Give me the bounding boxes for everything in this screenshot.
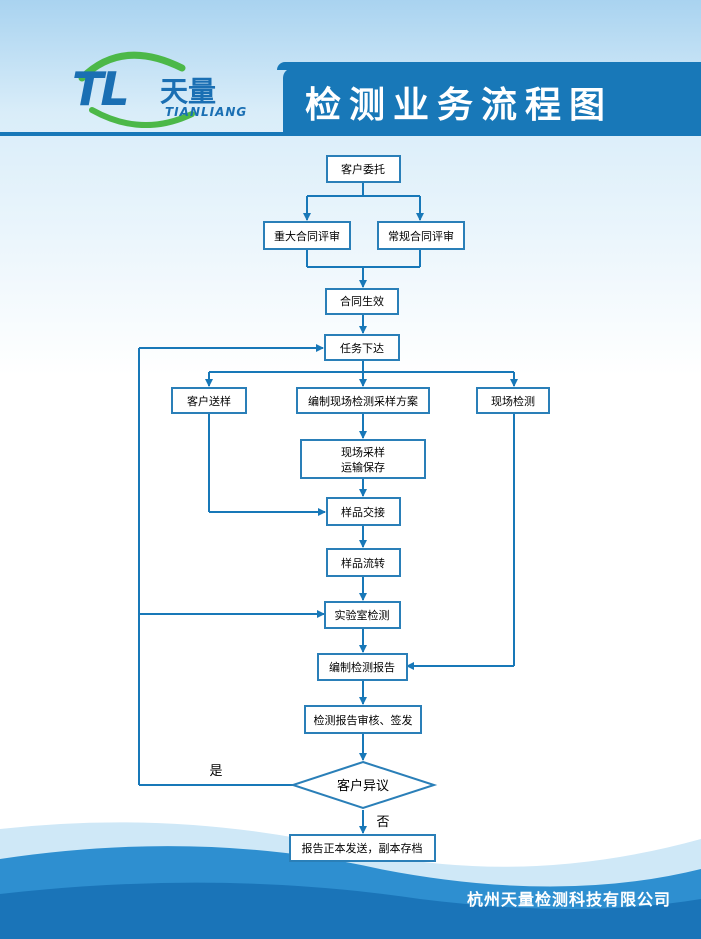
label-client-entrust: 客户委托	[341, 162, 385, 176]
label-normal-review: 常规合同评审	[388, 229, 454, 243]
label-compile-plan: 编制现场检测采样方案	[308, 394, 418, 408]
box-normal-review	[377, 221, 465, 250]
label-task-issue: 任务下达	[340, 342, 384, 355]
label-client-send-sample: 客户送样	[187, 394, 231, 408]
box-compile-plan	[296, 387, 430, 414]
logo-letters: TL	[72, 62, 130, 116]
flow-boxes	[171, 155, 550, 862]
label-no: 否	[376, 815, 389, 830]
company-logo: TL 天量 TIANLIANG	[62, 48, 262, 128]
label-contract-effective: 合同生效	[340, 294, 384, 308]
box-sample-circulation	[326, 548, 401, 577]
label-sample-handover: 样品交接	[341, 505, 385, 519]
box-report-review	[304, 705, 422, 734]
header-divider	[0, 132, 701, 136]
logo-chinese-name: 天量	[160, 75, 217, 108]
label-onsite-sampling-line2: 运输保存	[341, 460, 385, 474]
label-onsite-test: 现场检测	[491, 394, 535, 408]
box-sample-handover	[326, 497, 401, 526]
label-yes: 是	[209, 764, 222, 779]
label-report-review: 检测报告审核、签发	[314, 713, 413, 727]
logo-arc-icon	[78, 51, 195, 128]
box-major-review	[263, 221, 351, 250]
label-onsite-sampling-line1: 现场采样	[341, 445, 385, 459]
label-compile-report: 编制检测报告	[329, 660, 395, 674]
label-report-send: 报告正本发送，副本存档	[302, 841, 423, 855]
label-major-review: 重大合同评审	[274, 229, 340, 243]
box-task-issue	[324, 334, 400, 361]
label-lab-test: 实验室检测	[335, 608, 390, 622]
box-compile-report	[317, 653, 408, 681]
label-sample-circulation: 样品流转	[341, 556, 385, 570]
label-client-objection: 客户异议	[337, 778, 389, 794]
page-title: 检测业务流程图	[305, 85, 614, 126]
company-name: 杭州天量检测科技有限公司	[466, 890, 671, 909]
box-contract-effective	[325, 288, 399, 315]
box-onsite-test	[476, 387, 550, 414]
footer-wave	[0, 822, 701, 939]
box-report-send	[289, 834, 436, 862]
flow-labels: 客户委托 重大合同评审 常规合同评审 合同生效 任务下达 客户送样 编制现场检测…	[187, 162, 535, 855]
box-lab-test	[324, 601, 401, 629]
title-banner: 检测业务流程图	[277, 62, 701, 132]
diamond-client-objection	[289, 760, 438, 810]
connector-lines	[138, 182, 518, 834]
box-client-send-sample	[171, 387, 247, 414]
logo-english-name: TIANLIANG	[165, 105, 248, 119]
box-client-entrust	[326, 155, 401, 183]
box-onsite-sampling	[300, 439, 426, 479]
